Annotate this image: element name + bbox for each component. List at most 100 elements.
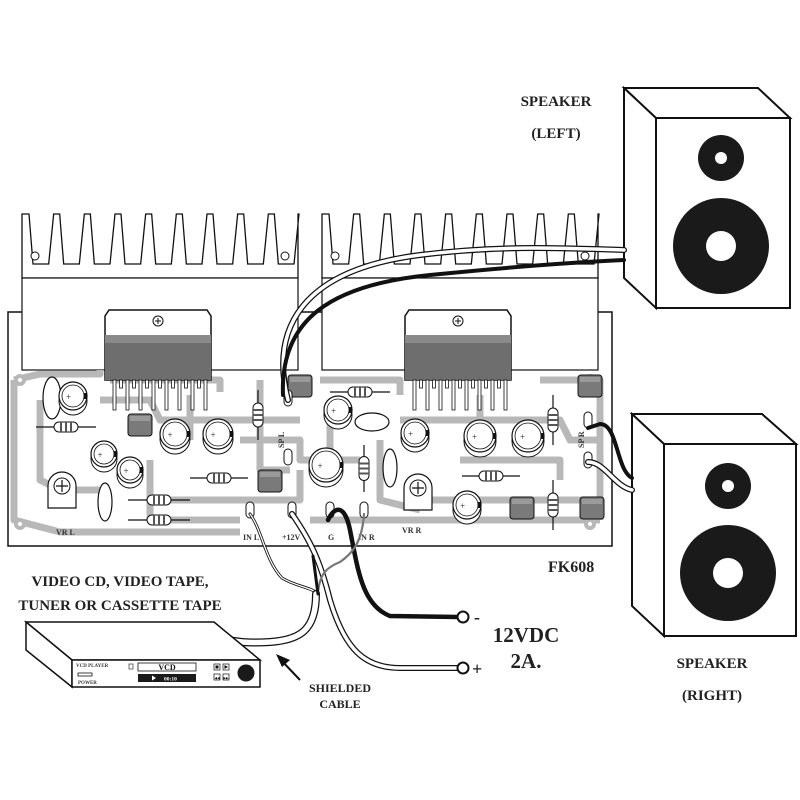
ic-top — [105, 335, 211, 343]
power-voltage-label: 12VDC — [493, 623, 560, 647]
label-sp-r: SP R — [577, 431, 586, 448]
ic-pin — [112, 379, 117, 411]
ic-pin — [445, 379, 449, 389]
svg-text:+: + — [408, 429, 413, 439]
shielded-cable-label-1: SHIELDED — [309, 681, 371, 695]
vcd-display-text: VCD — [158, 663, 176, 672]
ic-pin — [190, 379, 195, 411]
play-icon — [224, 665, 228, 669]
label-vr-r: VR R — [402, 526, 422, 535]
ic-pin — [203, 379, 208, 411]
wires — [201, 244, 635, 671]
svg-text:+: + — [124, 466, 129, 476]
svg-text:+: + — [460, 501, 465, 511]
input-right-wire — [316, 512, 366, 594]
heatsink-notch — [580, 251, 590, 261]
amplifier-ic-right — [404, 309, 512, 411]
speaker-left-wire-black — [280, 258, 626, 397]
terminal-negative — [456, 610, 470, 624]
vcd-time-display — [138, 674, 196, 682]
terminal-pin — [245, 501, 255, 519]
ic-pin — [151, 379, 156, 411]
label-ground: G — [328, 533, 334, 542]
label-plus-12v: +12V — [282, 533, 301, 542]
vcd-display — [137, 662, 197, 672]
volume-knob[interactable] — [237, 664, 255, 682]
ic-pin — [138, 379, 143, 411]
rewind-icon: ◂◂ — [215, 676, 221, 682]
ic-pin — [432, 379, 436, 389]
source-label-1: VIDEO CD, VIDEO TAPE, — [31, 574, 208, 590]
pcb-components: + + + + + + + + + + + — [36, 374, 605, 530]
ic-pin — [145, 379, 149, 389]
ic-pin — [464, 379, 469, 411]
ic-pin — [197, 379, 201, 389]
ceramic-capacitor — [354, 412, 390, 432]
terminal-negative-symbol: - — [474, 607, 480, 627]
heatsink-notch — [280, 251, 290, 261]
ceramic-capacitor — [97, 482, 113, 522]
ic-pin — [425, 379, 430, 411]
heatsink-notch — [330, 251, 340, 261]
svg-text:+: + — [66, 392, 71, 402]
board-model-label: FK608 — [548, 559, 594, 576]
svg-text:+: + — [472, 432, 477, 442]
ic-top — [405, 335, 511, 343]
arrow-icon — [276, 654, 301, 681]
ic-pin — [477, 379, 482, 411]
ic-pin — [451, 379, 456, 411]
ic-pin — [490, 379, 495, 411]
vcd-player: VCD PLAYER POWER VCD 00:10 ◂◂ ▸▸ — [23, 620, 263, 689]
vcd-brand-label: VCD PLAYER — [76, 664, 109, 669]
svg-text:+: + — [318, 461, 323, 471]
svg-text:+: + — [211, 430, 216, 440]
speaker-left-label-1: SPEAKER — [521, 94, 592, 110]
eject-button[interactable] — [128, 663, 134, 670]
heatsink-notch — [30, 251, 40, 261]
ic-pin — [458, 379, 462, 389]
terminal-pin — [283, 448, 293, 466]
ic-pin — [497, 379, 501, 389]
svg-text:+: + — [520, 432, 525, 442]
label-in-r: IN R — [358, 533, 375, 542]
heatsink-left — [21, 213, 300, 279]
speaker-right-wire-black — [586, 421, 634, 480]
ic-pin — [484, 379, 488, 389]
ic-pin — [438, 379, 443, 411]
rewind-button[interactable] — [213, 673, 221, 681]
source-label-2: TUNER OR CASSETTE TAPE — [18, 598, 221, 614]
ic-pin — [171, 379, 175, 389]
shielded-cable-label-2: CABLE — [319, 697, 360, 711]
forward-button[interactable] — [222, 673, 230, 681]
speaker-right-label-1: SPEAKER — [677, 656, 748, 672]
terminal-positive — [456, 661, 470, 675]
label-vr-l: VR L — [56, 528, 75, 537]
ic-pin — [158, 379, 162, 389]
vcd-power-label: POWER — [78, 681, 97, 686]
power-negative-wire — [325, 507, 461, 620]
heatsink-fins — [21, 213, 300, 279]
svg-text:+: + — [168, 430, 173, 440]
ceramic-capacitor — [382, 448, 398, 488]
ic-pin — [419, 379, 423, 389]
play-icon — [152, 675, 156, 681]
ic-pin — [471, 379, 475, 389]
power-button[interactable] — [77, 672, 93, 677]
amplifier-ic-left — [104, 309, 212, 411]
ic-pin — [164, 379, 169, 411]
ic-pin — [125, 379, 130, 411]
stop-icon — [215, 665, 219, 669]
vcd-time-text: 00:10 — [164, 677, 177, 683]
ic-pin — [503, 379, 508, 411]
speaker-right-label-2: (RIGHT) — [682, 688, 742, 704]
forward-icon: ▸▸ — [224, 676, 230, 682]
svg-text:+: + — [331, 406, 336, 416]
ic-pin — [412, 379, 417, 411]
ic-pin — [184, 379, 188, 389]
ic-pin — [132, 379, 136, 389]
ic-pin — [119, 379, 123, 389]
svg-text:+: + — [98, 450, 103, 460]
speaker-left — [621, 85, 793, 311]
terminal-positive-symbol: + — [472, 659, 482, 679]
